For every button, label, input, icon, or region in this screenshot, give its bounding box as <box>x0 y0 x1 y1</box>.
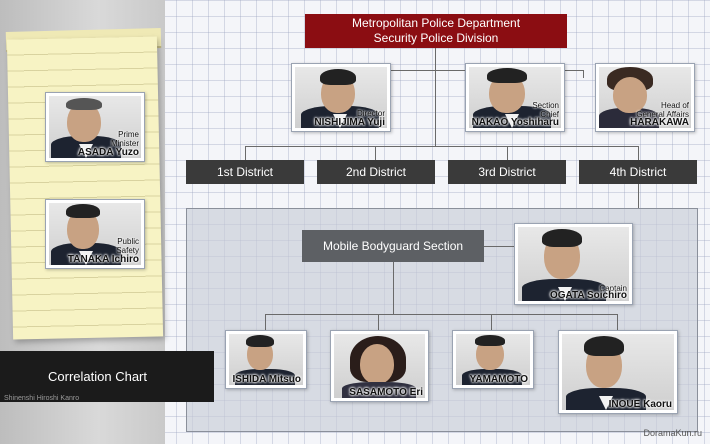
person-name: NISHIJIMA Yuji <box>314 117 385 128</box>
connector-line <box>617 314 618 330</box>
role-line: Prime <box>118 130 139 139</box>
photo <box>562 334 674 410</box>
division-header: Metropolitan Police Department Security … <box>305 14 567 48</box>
connector-line <box>491 314 492 330</box>
person-name: NAKAO Yoshiharu <box>471 117 559 128</box>
role-line: Public <box>117 237 139 246</box>
portrait-nishijima: Director NISHIJIMA Yuji <box>291 63 391 132</box>
role-line: Minister <box>110 139 139 148</box>
mobile-bodyguard-section: Mobile Bodyguard Section <box>302 230 484 262</box>
header-line-2: Security Police Division <box>373 31 499 45</box>
photo <box>334 334 425 398</box>
photo <box>229 334 303 385</box>
portrait-inoue: INOUE Kaoru <box>558 330 678 414</box>
role-line: Section <box>532 101 559 110</box>
connector-line <box>583 70 584 78</box>
person-name: SASAMOTO Eri <box>349 387 423 398</box>
role-line: Director <box>356 109 385 118</box>
person-name: HARAKAWA <box>630 117 689 128</box>
correlation-sublabel: Shinenshi Hiroshi Kanro <box>4 395 80 402</box>
photo <box>469 67 561 128</box>
person-name: ASADA Yuzo <box>77 147 139 158</box>
photo <box>49 203 141 265</box>
connector-line <box>507 146 508 160</box>
photo <box>49 96 141 158</box>
role-line: Captain <box>599 284 627 293</box>
photo <box>295 67 387 128</box>
connector-line <box>435 48 436 146</box>
person-name: INOUE Kaoru <box>608 399 672 410</box>
connector-line <box>484 246 514 247</box>
role-line: Safety <box>116 246 139 255</box>
connector-line <box>638 146 639 160</box>
connector-line <box>393 262 394 314</box>
person-name: TANAKA Ichiro <box>67 254 139 265</box>
photo <box>456 334 530 385</box>
connector-line <box>638 184 639 208</box>
header-line-1: Metropolitan Police Department <box>351 16 521 30</box>
district-3: 3rd District <box>448 160 566 184</box>
portrait-nakao: Section Chief NAKAO Yoshiharu <box>465 63 565 132</box>
portrait-ogata: Captain OGATA Soichiro <box>514 223 633 305</box>
connector-line <box>265 314 618 315</box>
photo <box>518 227 629 301</box>
person-name: ISHIDA Mitsuo <box>232 374 301 385</box>
role-line: General Affairs <box>636 110 689 119</box>
district-4: 4th District <box>579 160 697 184</box>
correlation-chart-label: Correlation Chart <box>0 351 214 402</box>
portrait-ishida: ISHIDA Mitsuo <box>225 330 307 389</box>
portrait-harakawa: Head of General Affairs HARAKAWA <box>595 63 695 132</box>
role-line: Head of <box>660 101 689 110</box>
portrait-tanaka: Public Safety TANAKA Ichiro <box>45 199 145 269</box>
person-name: YAMAMOTO <box>469 374 528 385</box>
watermark: DoramaKun.ru <box>643 428 702 438</box>
portrait-yamamoto: YAMAMOTO <box>452 330 534 389</box>
connector-line <box>245 146 638 147</box>
portrait-asada: Prime Minister ASADA Yuzo <box>45 92 145 162</box>
connector-line <box>245 146 246 160</box>
connector-line <box>375 146 376 160</box>
notepad <box>6 36 164 340</box>
district-2: 2nd District <box>317 160 435 184</box>
district-1: 1st District <box>186 160 304 184</box>
role-line: Chief <box>540 110 559 119</box>
photo <box>599 67 691 128</box>
connector-line <box>378 314 379 330</box>
connector-line <box>265 314 266 330</box>
person-name: OGATA Soichiro <box>549 290 627 301</box>
portrait-sasamoto: SASAMOTO Eri <box>330 330 429 402</box>
